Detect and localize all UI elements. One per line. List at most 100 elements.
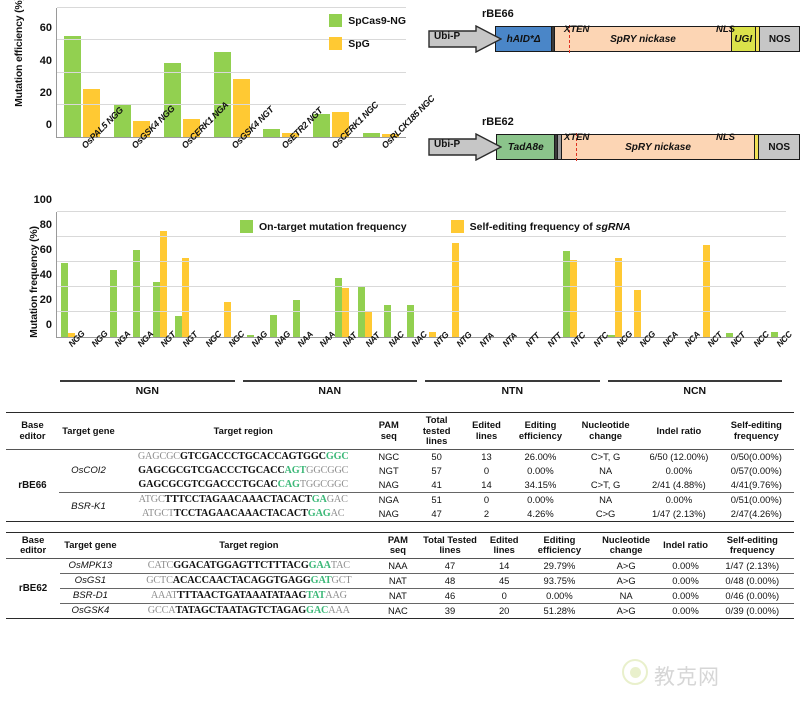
- x-axis-label: NCA: [649, 329, 680, 382]
- cell-indel-ratio: 0.00%: [672, 605, 699, 617]
- bar-group: [207, 8, 257, 137]
- table-rbe62-wrapper: Base editor Target gene Target region PA…: [0, 532, 800, 619]
- x-axis-label: NCG: [626, 329, 657, 382]
- bar-slot: [558, 212, 581, 337]
- cell-self-editing-frequency: 0/46 (0.00%): [725, 590, 780, 602]
- cell-total-lines: 41: [431, 479, 442, 491]
- legend-item: Self-editing frequency of sgRNA: [450, 220, 631, 233]
- cell-editing-efficiency: 0.00%: [546, 590, 573, 602]
- cell-target-gene: BSR-K1: [71, 501, 106, 513]
- bar-on-target-mutation-frequency: [771, 332, 779, 337]
- gridline: [57, 39, 406, 41]
- deaminase-segment-rbe62: TadA8e: [496, 134, 556, 160]
- cell-target-region: GCCATATAGCTAATAGTCTAGAGGACAAA: [147, 605, 350, 617]
- y-axis-tick: 0: [45, 319, 52, 331]
- cell-edited-lines: 2: [483, 508, 490, 520]
- bar-slot: [695, 212, 718, 337]
- y-axis-tick: 40: [39, 269, 52, 281]
- bar-slot: [422, 212, 445, 337]
- bar-spg: [232, 78, 250, 137]
- bar-on-target-mutation-frequency: [383, 304, 391, 337]
- bar-on-target-mutation-frequency: [562, 250, 570, 337]
- bar-spcas9-ng: [63, 36, 81, 137]
- bar-on-target-mutation-frequency: [247, 334, 255, 337]
- cell-target-region: CATCGGACATGGAGTTCTTTACGGAATAC: [147, 560, 350, 572]
- table-rbe66: Base editor Target gene Target region PA…: [6, 412, 794, 522]
- cell-editing-efficiency: 0.00%: [527, 465, 554, 477]
- cell-editing-efficiency: 93.75%: [543, 575, 576, 587]
- cell-edited-lines: 20: [498, 605, 510, 617]
- bar-self-editing-frequency: [364, 310, 372, 337]
- th-editing-eff: Editing efficiency: [508, 412, 572, 450]
- cell-pam-seq: NGT: [378, 465, 399, 477]
- bar-slot: [103, 212, 126, 337]
- promoter-label-rbe62: Ubi-P: [434, 139, 461, 150]
- x-axis-label: NTA: [467, 330, 495, 382]
- cell-self-editing-frequency: 0/39 (0.00%): [725, 605, 780, 617]
- th62-self-edit-freq: Self-editing frequency: [710, 532, 794, 559]
- bar-slot: [171, 212, 194, 337]
- cell-nucleotide-change: C>T, G: [590, 479, 621, 491]
- cell-nucleotide-change: A>G: [616, 605, 636, 617]
- cell-self-editing-frequency: 2/47(4.26%): [730, 508, 782, 520]
- bar-spg: [382, 133, 400, 137]
- bar-slot: [444, 212, 467, 337]
- x-axis-label: NGA: [124, 329, 155, 382]
- table-rbe62-header-row: Base editor Target gene Target region PA…: [6, 532, 794, 559]
- bar-spg: [332, 111, 350, 137]
- pam-group-NCN: NCN: [604, 380, 787, 404]
- watermark: 教克网: [622, 655, 752, 703]
- x-axis-label: NAC: [375, 329, 406, 382]
- deaminase-segment-rbe66: hAID*Δ: [494, 26, 553, 52]
- bar-on-target-mutation-frequency: [133, 249, 141, 337]
- th62-nt-change: Nucleotide change: [591, 532, 661, 559]
- y-axis-tick: 0: [45, 119, 52, 131]
- legend-label: Self-editing frequency of sgRNA: [469, 220, 631, 233]
- th-total-lines: Total tested lines: [409, 412, 465, 450]
- cell-editing-efficiency: 29.79%: [543, 560, 576, 572]
- bar-slot: [262, 212, 285, 337]
- bar-self-editing-frequency: [615, 258, 623, 337]
- bar-slot: [604, 212, 627, 337]
- x-axis-label: OsETR2 NGT: [256, 106, 325, 198]
- promoter-arrow-rbe66: Ubi-P: [428, 25, 502, 53]
- watermark-logo-icon: [622, 659, 648, 685]
- bar-on-target-mutation-frequency: [406, 304, 414, 337]
- bar-on-target-mutation-frequency: [175, 315, 183, 337]
- cell-edited-lines: 14: [498, 560, 510, 572]
- bar-on-target-mutation-frequency: [61, 263, 69, 337]
- bar-self-editing-frequency: [702, 244, 710, 337]
- gridline: [57, 136, 406, 137]
- pam-group-NGN: NGN: [56, 380, 239, 404]
- chart-a-y-axis-label: Mutation efficiency (%): [13, 0, 25, 107]
- gridline: [57, 211, 786, 212]
- group-underline: [607, 380, 782, 382]
- xten-label-rbe62: XTEN: [564, 132, 590, 143]
- bar-spcas9-ng: [113, 103, 131, 137]
- cell-target-gene: OsGSK4: [71, 605, 110, 617]
- bar-slot: [285, 212, 308, 337]
- bar-slot: [672, 212, 695, 337]
- x-axis-label: NCC: [763, 329, 794, 382]
- cell-indel-ratio: 0.00%: [665, 494, 693, 506]
- group-label: NCN: [683, 385, 707, 397]
- legend-swatch: [450, 220, 464, 233]
- gridline: [57, 311, 786, 312]
- x-axis-label: NAT: [330, 330, 358, 382]
- terminator-segment-rbe66: NOS: [759, 26, 800, 52]
- bar-on-target-mutation-frequency: [110, 269, 118, 337]
- group-label: NAN: [318, 385, 342, 397]
- x-axis-label: NTC: [558, 330, 588, 382]
- bar-slot: [216, 212, 239, 337]
- cell-total-lines: 50: [431, 451, 442, 463]
- th-pam-seq: PAM seq: [368, 412, 410, 450]
- bar-on-target-mutation-frequency: [725, 333, 733, 337]
- x-axis-label: NAT: [353, 330, 381, 382]
- cut-site-marker-rbe66: [569, 25, 571, 53]
- legend-swatch: [329, 37, 343, 50]
